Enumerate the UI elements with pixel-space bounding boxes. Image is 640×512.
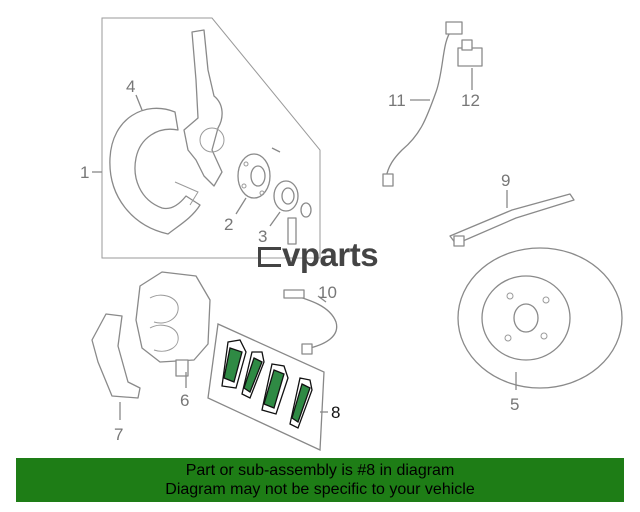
hub-stud-hole <box>243 161 249 167</box>
rotor-bolt-hole <box>540 332 548 340</box>
callout-2: 2 <box>224 215 233 234</box>
snap-ring <box>300 202 312 218</box>
brake-hose <box>449 193 575 245</box>
callout-leader-3 <box>269 211 281 227</box>
wheel-bearing-inner <box>281 187 295 205</box>
rotor-bolt-hole <box>542 296 550 304</box>
caliper-piston-detail <box>149 324 179 352</box>
rotor-bolt-hole <box>504 334 512 342</box>
caliper-piston-detail <box>149 294 179 324</box>
callout-11: 11 <box>388 91 406 110</box>
small-pin <box>271 147 281 153</box>
callout-3: 3 <box>258 227 267 246</box>
hub-bolt <box>287 217 297 245</box>
vparts-watermark-logo: vparts <box>258 236 379 274</box>
diagram-note-banner: Part or sub-assembly is #8 in diagram Di… <box>16 458 624 502</box>
brake-hose-fitting <box>453 235 465 247</box>
callout-7: 7 <box>114 425 123 444</box>
pad-wear-sensor-tip <box>301 343 313 355</box>
caliper-bracket <box>91 313 141 399</box>
abs-sensor-head <box>382 173 394 187</box>
assembly-1-outline <box>101 17 321 259</box>
callout-6: 6 <box>180 391 189 410</box>
callout-leader-2 <box>235 197 247 215</box>
callout-8: 8 <box>331 403 340 422</box>
pad-set-outline <box>207 323 325 451</box>
brake-pad-4 <box>289 377 313 429</box>
callout-1: 1 <box>80 163 89 182</box>
brake-pad-1 <box>221 339 247 389</box>
callout-10: 10 <box>318 283 337 302</box>
caliper-bleeder <box>175 359 189 377</box>
steering-knuckle <box>183 29 223 187</box>
callout-9: 9 <box>501 171 510 190</box>
callout-leader-4 <box>135 94 143 111</box>
callout-leader-10 <box>317 295 327 303</box>
banner-line-1: Part or sub-assembly is #8 in diagram <box>185 462 455 479</box>
hub-stud-hole <box>259 190 265 196</box>
banner-line-2: Diagram may not be specific to your vehi… <box>165 481 475 498</box>
abs-sensor-cable <box>385 29 453 179</box>
callout-5: 5 <box>510 395 519 414</box>
callout-12: 12 <box>461 91 480 110</box>
brake-caliper <box>135 271 211 363</box>
pad-wear-sensor-cable <box>289 293 338 349</box>
knuckle-bore <box>199 127 225 153</box>
logo-mark <box>258 247 281 267</box>
splash-shield-lip <box>174 181 199 206</box>
pad-wear-sensor-plug <box>283 289 305 299</box>
watermark-text: vparts <box>282 236 379 273</box>
rotor-bolt-hole <box>506 292 514 300</box>
abs-sensor-connector <box>445 21 463 35</box>
parts-diagram: 1 4 2 3 11 12 9 5 10 <box>80 17 623 451</box>
sensor-bracket <box>457 47 483 67</box>
hub-stud-hole <box>241 183 247 189</box>
callout-4: 4 <box>126 77 135 96</box>
wheel-hub-center <box>250 165 266 187</box>
splash-shield <box>109 107 201 235</box>
brake-pad-3 <box>261 363 289 415</box>
brake-rotor-center <box>513 303 539 333</box>
brake-pad-2 <box>241 351 265 399</box>
sensor-bracket-tab <box>461 39 473 51</box>
